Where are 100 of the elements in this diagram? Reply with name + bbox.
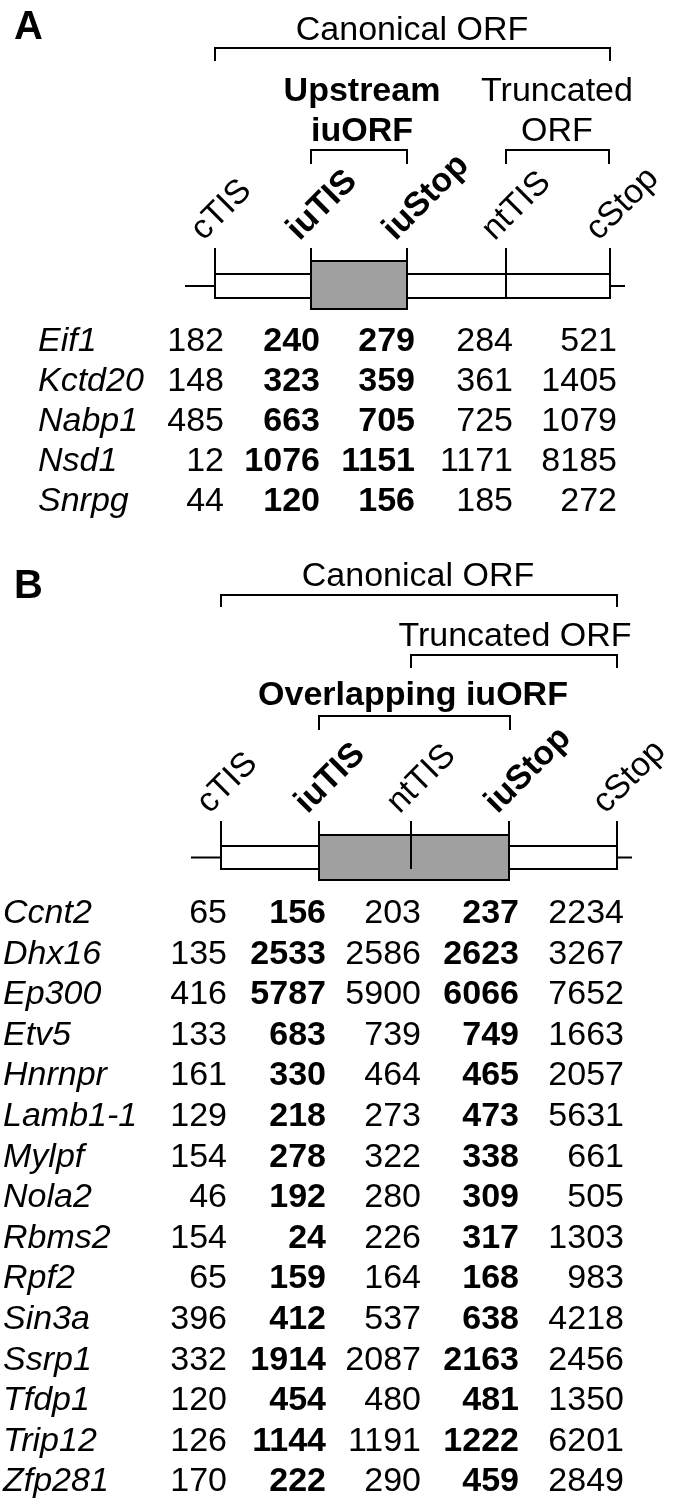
position-value: 521: [560, 322, 617, 356]
position-value: 464: [364, 1056, 421, 1091]
position-value: 154: [170, 1137, 227, 1172]
position-value: 2623: [443, 934, 519, 969]
gene-name: Mylpf: [3, 1137, 85, 1172]
gene-name: Snrpg: [38, 482, 129, 516]
position-value: 226: [364, 1218, 421, 1253]
position-value: 159: [269, 1259, 326, 1294]
position-value: 272: [560, 482, 617, 516]
position-value: 359: [358, 362, 415, 396]
position-value: 192: [269, 1178, 326, 1213]
position-value: 705: [358, 402, 415, 436]
position-value: 638: [462, 1300, 519, 1334]
panel-letter: B: [14, 564, 43, 604]
position-value: 338: [462, 1137, 519, 1172]
position-value: 1914: [250, 1340, 326, 1375]
position-value: 322: [364, 1137, 421, 1172]
gene-name: Zfp281: [3, 1462, 109, 1497]
position-value: 8185: [541, 442, 617, 476]
position-value: 279: [358, 322, 415, 356]
position-value: 240: [263, 322, 320, 356]
position-value: 361: [456, 362, 513, 396]
position-value: 317: [462, 1218, 519, 1253]
position-value: 485: [167, 402, 224, 436]
gene-name: Kctd20: [38, 362, 144, 396]
position-value: 129: [170, 1097, 227, 1131]
gene-name: Nabp1: [38, 402, 139, 436]
position-value: 1222: [443, 1421, 519, 1456]
gene-name: Etv5: [3, 1015, 72, 1050]
position-value: 46: [189, 1178, 227, 1213]
position-value: 1144: [252, 1421, 326, 1456]
position-value: 148: [167, 362, 224, 396]
gene-name: Lamb1-1: [3, 1097, 138, 1131]
position-value: 278: [269, 1137, 326, 1172]
position-value: 725: [456, 402, 513, 436]
position-value: 5631: [548, 1097, 624, 1131]
position-value: 412: [269, 1300, 326, 1334]
position-value: 661: [567, 1137, 624, 1172]
region-label: Overlapping iuORF: [258, 676, 568, 710]
gene-name: Sin3a: [3, 1300, 90, 1334]
position-value: 120: [170, 1381, 227, 1416]
position-value: 459: [462, 1462, 519, 1497]
gene-name: Eif1: [38, 322, 97, 356]
position-value: 1151: [341, 442, 415, 476]
position-value: 156: [269, 894, 326, 928]
position-value: 416: [170, 975, 227, 1010]
position-value: 2234: [548, 894, 624, 928]
gene-name: Nola2: [3, 1178, 92, 1213]
region-label: Canonical ORF: [295, 11, 529, 45]
position-value: 6201: [548, 1421, 624, 1456]
position-value: 1076: [244, 442, 320, 476]
position-value: 309: [462, 1178, 519, 1213]
position-value: 273: [364, 1097, 421, 1131]
position-value: 24: [288, 1218, 326, 1253]
position-value: 2533: [250, 934, 326, 969]
position-value: 537: [364, 1300, 421, 1334]
position-value: 2586: [345, 934, 421, 969]
position-value: 168: [462, 1259, 519, 1294]
position-value: 2087: [345, 1340, 421, 1375]
region-label: Truncated ORF: [398, 617, 632, 651]
position-value: 1350: [548, 1381, 624, 1416]
position-value: 185: [456, 482, 513, 516]
position-value: 3267: [548, 934, 624, 969]
position-value: 683: [269, 1015, 326, 1050]
position-value: 164: [364, 1259, 421, 1294]
position-value: 2456: [548, 1340, 624, 1375]
position-value: 396: [170, 1300, 227, 1334]
position-value: 5787: [250, 975, 326, 1010]
position-value: 284: [456, 322, 513, 356]
position-value: 332: [170, 1340, 227, 1375]
gene-name: Dhx16: [3, 934, 102, 969]
position-value: 65: [189, 894, 227, 928]
gene-name: Rbms2: [3, 1218, 111, 1253]
position-value: 170: [170, 1462, 227, 1497]
position-value: 182: [167, 322, 224, 356]
position-value: 6066: [443, 975, 519, 1010]
gene-name: Tfdp1: [3, 1381, 90, 1416]
position-value: 330: [269, 1056, 326, 1091]
position-value: 5900: [345, 975, 421, 1010]
position-value: 133: [170, 1015, 227, 1050]
position-value: 65: [189, 1259, 227, 1294]
position-value: 2057: [548, 1056, 624, 1091]
position-value: 126: [170, 1421, 227, 1456]
position-value: 7652: [548, 975, 624, 1010]
position-value: 2163: [443, 1340, 519, 1375]
position-value: 203: [364, 894, 421, 928]
gene-name: Ep300: [3, 975, 102, 1010]
gene-name: Hnrnpr: [3, 1056, 107, 1091]
position-value: 218: [269, 1097, 326, 1131]
region-label: Canonical ORF: [301, 557, 535, 591]
gene-name: Nsd1: [38, 442, 118, 476]
position-value: 505: [567, 1178, 624, 1213]
position-value: 1303: [548, 1218, 624, 1253]
position-value: 749: [462, 1015, 519, 1050]
position-value: 280: [364, 1178, 421, 1213]
position-value: 983: [567, 1259, 624, 1294]
position-value: 465: [462, 1056, 519, 1091]
position-value: 323: [263, 362, 320, 396]
position-value: 1079: [541, 402, 617, 436]
gene-name: Trip12: [3, 1421, 97, 1456]
